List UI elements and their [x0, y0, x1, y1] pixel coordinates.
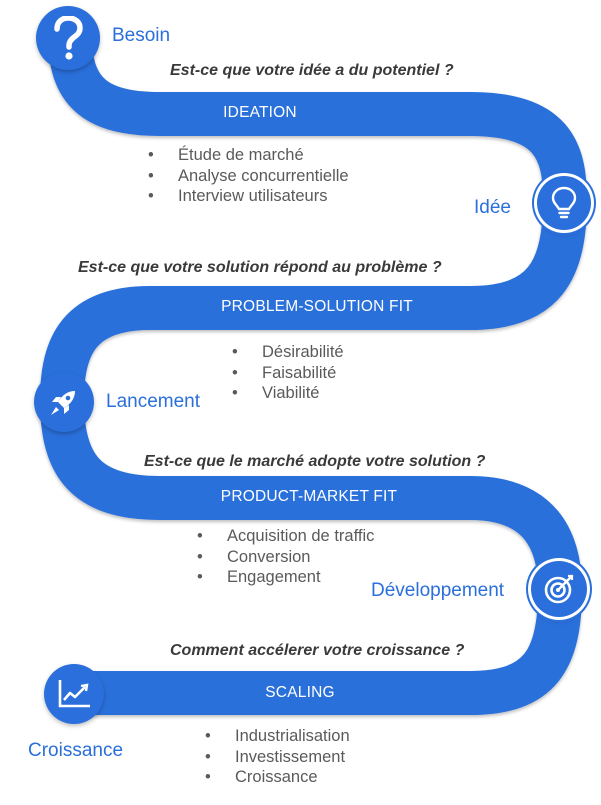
stage-title-ideation: IDEATION	[223, 104, 297, 121]
list-item: Interview utilisateurs	[148, 186, 349, 207]
road-segment-problem-solution	[40, 199, 587, 401]
bullet-list-product-market: Acquisition de traffic Conversion Engage…	[197, 526, 374, 588]
chart-icon	[44, 664, 104, 724]
question-icon	[36, 6, 100, 70]
stage-title-problem-solution: PROBLEM-SOLUTION FIT	[221, 298, 413, 315]
rocket-icon	[34, 372, 94, 432]
question-ideation: Est-ce que votre idée a du potentiel ?	[170, 62, 454, 79]
list-item: Étude de marché	[148, 145, 349, 166]
list-item: Conversion	[197, 547, 374, 568]
milestone-lancement: Lancement	[106, 391, 201, 412]
question-product-market: Est-ce que le marché adopte votre soluti…	[144, 453, 486, 470]
list-item: Désirabilité	[232, 342, 344, 363]
road-segment-ideation	[48, 37, 587, 201]
list-item: Analyse concurrentielle	[148, 166, 349, 187]
milestone-developpement: Développement	[371, 580, 505, 601]
list-item: Croissance	[205, 767, 350, 788]
stage-title-scaling: SCALING	[265, 684, 335, 701]
stage-title-product-market: PRODUCT-MARKET FIT	[220, 488, 398, 505]
question-problem-solution: Est-ce que votre solution répond au prob…	[78, 259, 442, 276]
bullet-list-ideation: Étude de marché Analyse concurrentielle …	[148, 145, 349, 207]
list-item: Engagement	[197, 567, 374, 588]
list-item: Investissement	[205, 747, 350, 768]
list-item: Faisabilité	[232, 363, 344, 384]
milestone-besoin: Besoin	[112, 25, 171, 46]
bullet-list-problem-solution: Désirabilité Faisabilité Viabilité	[232, 342, 344, 404]
bullet-list-scaling: Industrialisation Investissement Croissa…	[205, 726, 350, 788]
milestone-idee: Idée	[474, 197, 511, 218]
milestone-croissance: Croissance	[28, 740, 124, 761]
road-segment-product-market	[40, 399, 582, 591]
target-icon	[531, 561, 587, 617]
list-item: Industrialisation	[205, 726, 350, 747]
question-scaling: Comment accélerer votre croissance ?	[170, 642, 465, 659]
lightbulb-icon	[537, 176, 591, 230]
list-item: Acquisition de traffic	[197, 526, 374, 547]
list-item: Viabilité	[232, 383, 344, 404]
